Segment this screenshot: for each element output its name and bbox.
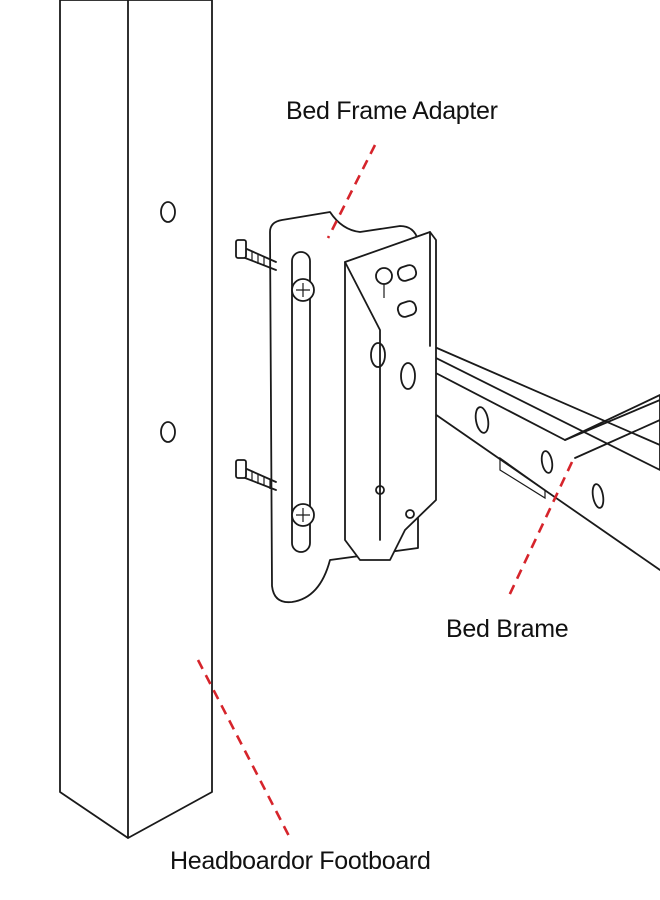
bracket-hole [400,362,416,390]
adapter-front-bracket [344,231,437,561]
bracket-hole [370,342,386,368]
screw-icon [291,503,315,527]
nut-icon [375,267,393,298]
rail-hole [540,450,554,474]
leader-line-frame [506,461,574,599]
rail-hole [474,406,490,434]
post-hole [160,201,176,223]
leader-line-adapter [326,144,377,239]
label-headboard-footboard: Headboardor Footboard [170,847,431,875]
bracket-slot [396,264,418,282]
bolt-icon [235,239,277,271]
screw-icon [291,278,315,302]
adapter-slot [291,251,311,553]
post-hole [160,421,176,443]
headboard-post [59,0,213,839]
label-bed-frame-adapter: Bed Frame Adapter [286,97,498,125]
bracket-slot [396,300,418,318]
bracket-hole [375,485,385,495]
bolt-icon [235,459,277,491]
label-bed-frame: Bed Brame [446,615,569,643]
rail-hole [591,483,605,509]
bracket-hole [405,509,415,519]
